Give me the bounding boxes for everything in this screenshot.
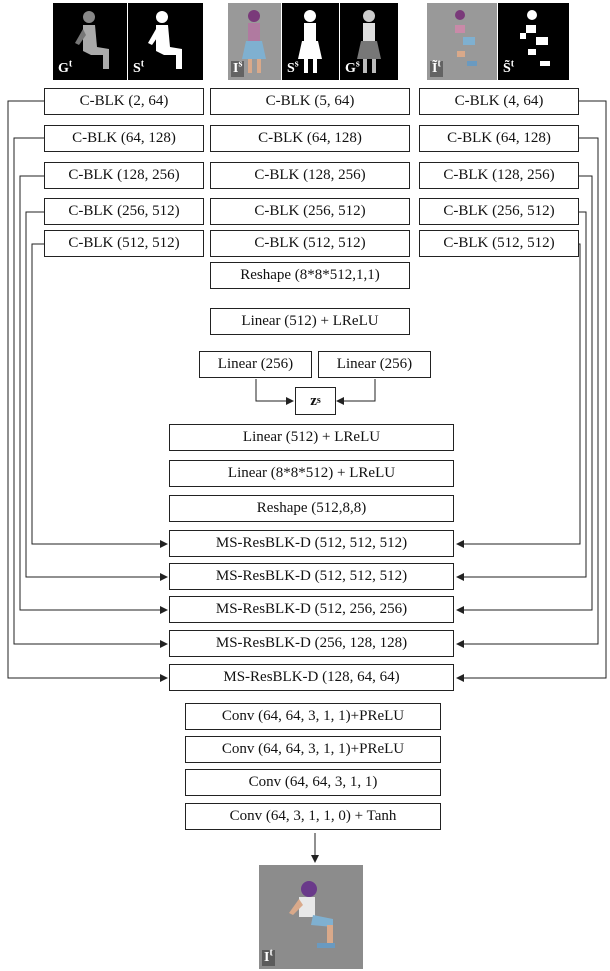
linear-512: Linear (512) + LReLU bbox=[210, 308, 410, 335]
enc-right-blk-1: C-BLK (4, 64) bbox=[419, 88, 579, 115]
conv-blk-4: Conv (64, 3, 1, 1, 0) + Tanh bbox=[185, 803, 441, 830]
enc-left-blk-4: C-BLK (256, 512) bbox=[44, 198, 204, 225]
decoder-blk-4: MS-ResBLK-D (256, 128, 128) bbox=[169, 630, 454, 657]
warped-image: Ĩt bbox=[427, 3, 497, 80]
decoder-blk-2: MS-ResBLK-D (512, 512, 512) bbox=[169, 563, 454, 590]
reshape-unflatten: Reshape (512,8,8) bbox=[169, 495, 454, 522]
linear-512-b: Linear (512) + LReLU bbox=[169, 424, 454, 451]
enc-left-blk-3: C-BLK (128, 256) bbox=[44, 162, 204, 189]
conv-blk-1: Conv (64, 64, 3, 1, 1)+PReLU bbox=[185, 703, 441, 730]
source-guide-image: Gs bbox=[340, 3, 398, 80]
label-G: Gt bbox=[56, 58, 75, 77]
enc-right-blk-4: C-BLK (256, 512) bbox=[419, 198, 579, 225]
generated-person-icon bbox=[289, 881, 335, 948]
output-image: It bbox=[259, 865, 363, 969]
enc-right-blk-2: C-BLK (64, 128) bbox=[419, 125, 579, 152]
decoder-blk-3: MS-ResBLK-D (512, 256, 256) bbox=[169, 596, 454, 623]
enc-mid-blk-3: C-BLK (128, 256) bbox=[210, 162, 410, 189]
source-seg-image: Ss bbox=[282, 3, 339, 80]
silhouette-icon bbox=[298, 10, 322, 73]
decoder-blk-1: MS-ResBLK-D (512, 512, 512) bbox=[169, 530, 454, 557]
target-seg-image: St bbox=[128, 3, 203, 80]
scattered-silhouette-icon bbox=[520, 10, 550, 66]
label-It: It bbox=[262, 947, 275, 966]
target-guide-image: Gt bbox=[53, 3, 127, 80]
silhouette-icon bbox=[357, 10, 381, 73]
source-image: Is bbox=[228, 3, 281, 80]
label-S-tilde: S̃t bbox=[501, 58, 517, 77]
label-I-tilde: Ĩt bbox=[430, 58, 443, 77]
conv-blk-3: Conv (64, 64, 3, 1, 1) bbox=[185, 769, 441, 796]
label-I: Is bbox=[231, 58, 245, 77]
enc-mid-blk-1: C-BLK (5, 64) bbox=[210, 88, 410, 115]
linear-big: Linear (8*8*512) + LReLU bbox=[169, 460, 454, 487]
enc-mid-blk-4: C-BLK (256, 512) bbox=[210, 198, 410, 225]
linear-256-a: Linear (256) bbox=[199, 351, 312, 378]
decoder-blk-5: MS-ResBLK-D (128, 64, 64) bbox=[169, 664, 454, 691]
label-Gs: Gs bbox=[343, 58, 362, 77]
label-Ss: Ss bbox=[285, 58, 301, 77]
enc-left-blk-2: C-BLK (64, 128) bbox=[44, 125, 204, 152]
figure-silhouette-icon bbox=[148, 11, 182, 69]
enc-left-blk-5: C-BLK (512, 512) bbox=[44, 230, 204, 257]
reshape-flatten: Reshape (8*8*512,1,1) bbox=[210, 262, 410, 289]
conv-blk-2: Conv (64, 64, 3, 1, 1)+PReLU bbox=[185, 736, 441, 763]
linear-256-b: Linear (256) bbox=[318, 351, 431, 378]
enc-mid-blk-2: C-BLK (64, 128) bbox=[210, 125, 410, 152]
enc-right-blk-5: C-BLK (512, 512) bbox=[419, 230, 579, 257]
person-icon bbox=[242, 10, 266, 73]
enc-right-blk-3: C-BLK (128, 256) bbox=[419, 162, 579, 189]
warped-seg-image: S̃t bbox=[498, 3, 569, 80]
enc-mid-blk-5: C-BLK (512, 512) bbox=[210, 230, 410, 257]
scattered-figure-icon bbox=[455, 10, 477, 66]
figure-silhouette-icon bbox=[75, 11, 109, 69]
label-S: St bbox=[131, 58, 147, 77]
enc-left-blk-1: C-BLK (2, 64) bbox=[44, 88, 204, 115]
